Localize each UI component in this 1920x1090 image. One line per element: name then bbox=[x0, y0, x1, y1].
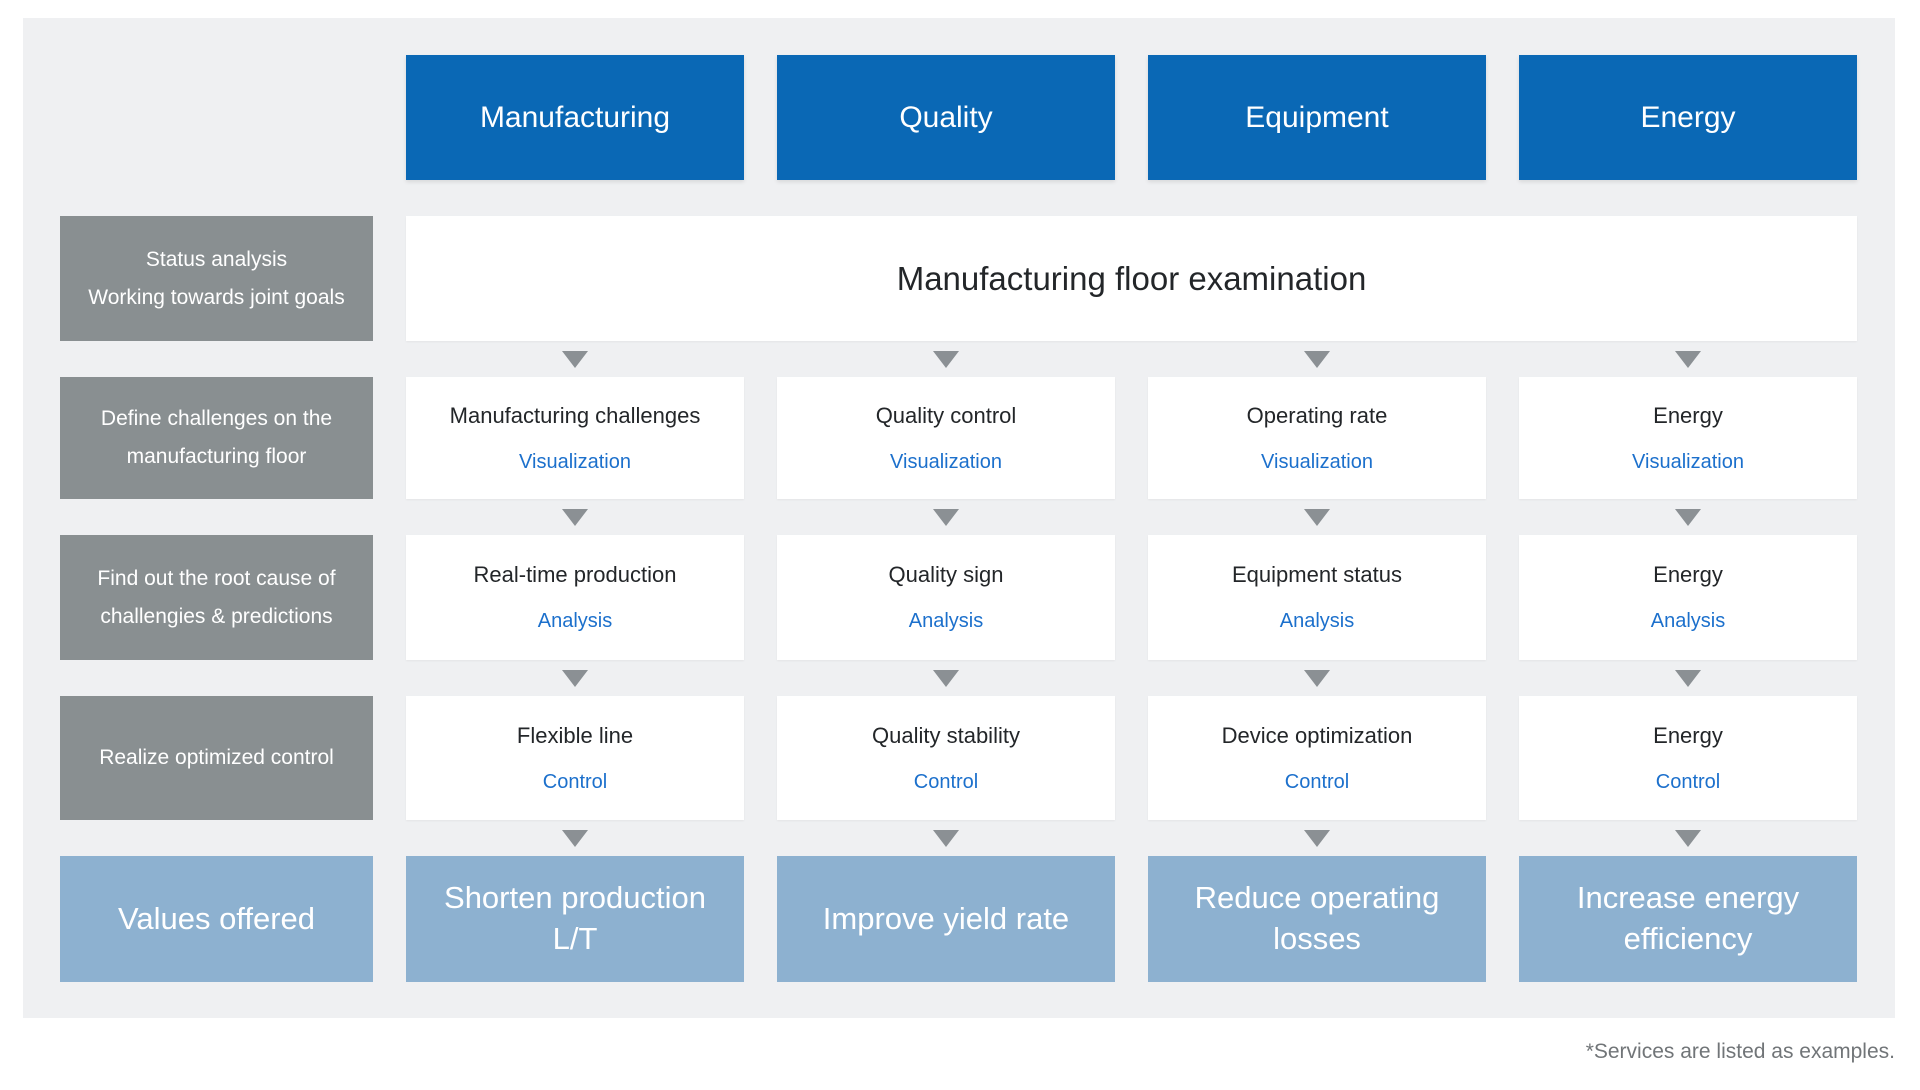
column-header-energy: Energy bbox=[1519, 55, 1857, 180]
cell-quality-analysis: Quality sign Analysis bbox=[777, 535, 1115, 687]
down-arrow-icon bbox=[933, 509, 959, 526]
down-arrow-icon bbox=[1675, 670, 1701, 687]
row-label-define-challenges: Define challenges on the manufacturing f… bbox=[60, 377, 373, 499]
cell-title: Real-time production bbox=[473, 562, 677, 587]
manufacturing-floor-examination-box: Manufacturing floor examination bbox=[406, 216, 1857, 368]
values-offered-label: Values offered bbox=[60, 856, 373, 982]
column-header-quality: Quality bbox=[777, 55, 1115, 180]
diagram-grid: Manufacturing Quality Equipment Energy S… bbox=[60, 55, 1857, 982]
cell-title: Quality sign bbox=[888, 562, 1004, 587]
down-arrow-icon bbox=[562, 351, 589, 368]
value-reduce-losses: Reduce operating losses bbox=[1148, 856, 1486, 982]
down-arrow-icon bbox=[933, 351, 960, 368]
cell-title: Quality control bbox=[875, 402, 1017, 428]
service-link-control[interactable]: Control bbox=[1655, 770, 1721, 793]
row-label-status-analysis: Status analysis Working towards joint go… bbox=[60, 216, 373, 341]
column-header-equipment: Equipment bbox=[1148, 55, 1486, 180]
down-arrow-icon bbox=[562, 830, 588, 847]
service-link-control[interactable]: Control bbox=[913, 770, 979, 793]
cell-energy-visualization: Energy Visualization bbox=[1519, 377, 1857, 526]
service-link-analysis[interactable]: Analysis bbox=[1279, 610, 1355, 632]
service-link-analysis[interactable]: Analysis bbox=[908, 610, 984, 632]
footnote: *Services are listed as examples. bbox=[1585, 1040, 1895, 1063]
cell-quality-control: Quality stability Control bbox=[777, 696, 1115, 847]
examination-text: Manufacturing floor examination bbox=[896, 259, 1367, 297]
cell-title: Quality stability bbox=[872, 722, 1020, 748]
down-arrow-icon bbox=[1675, 830, 1701, 847]
cell-energy-control: Energy Control bbox=[1519, 696, 1857, 847]
down-arrow-icon bbox=[562, 670, 588, 687]
down-arrow-icon bbox=[1303, 351, 1330, 368]
service-link-visualization[interactable]: Visualization bbox=[519, 450, 631, 473]
cell-equipment-control: Device optimization Control bbox=[1148, 696, 1486, 847]
diagram-panel: Manufacturing Quality Equipment Energy S… bbox=[23, 18, 1895, 1018]
cell-manufacturing-visualization: Manufacturing challenges Visualization bbox=[406, 377, 744, 526]
cell-title: Operating rate bbox=[1246, 402, 1388, 428]
service-link-control[interactable]: Control bbox=[1284, 770, 1350, 793]
cell-title: Device optimization bbox=[1221, 722, 1413, 748]
value-increase-efficiency: Increase energy efficiency bbox=[1519, 856, 1857, 982]
cell-energy-analysis: Energy Analysis bbox=[1519, 535, 1857, 687]
row-label-optimized-control: Realize optimized control bbox=[60, 696, 373, 820]
down-arrow-icon bbox=[933, 670, 959, 687]
header-spacer bbox=[60, 55, 373, 180]
row-label-root-cause: Find out the root cause of challengies &… bbox=[60, 535, 373, 660]
service-link-analysis[interactable]: Analysis bbox=[1650, 610, 1726, 632]
cell-quality-visualization: Quality control Visualization bbox=[777, 377, 1115, 526]
value-improve-yield: Improve yield rate bbox=[777, 856, 1115, 982]
cell-equipment-visualization: Operating rate Visualization bbox=[1148, 377, 1486, 526]
value-shorten-production: Shorten production L/T bbox=[406, 856, 744, 982]
cell-title: Flexible line bbox=[516, 722, 634, 748]
service-link-control[interactable]: Control bbox=[542, 770, 608, 793]
down-arrow-icon bbox=[1304, 509, 1330, 526]
service-link-visualization[interactable]: Visualization bbox=[890, 450, 1002, 473]
column-header-manufacturing: Manufacturing bbox=[406, 55, 744, 180]
down-arrow-icon bbox=[562, 509, 588, 526]
cell-title: Energy bbox=[1653, 722, 1723, 748]
down-arrow-icon bbox=[1304, 670, 1330, 687]
service-link-visualization[interactable]: Visualization bbox=[1261, 450, 1373, 473]
cell-title: Energy bbox=[1653, 402, 1723, 428]
service-link-analysis[interactable]: Analysis bbox=[537, 610, 613, 632]
cell-title: Energy bbox=[1653, 562, 1723, 587]
service-link-visualization[interactable]: Visualization bbox=[1632, 450, 1744, 473]
cell-title: Manufacturing challenges bbox=[449, 402, 701, 428]
down-arrow-icon bbox=[933, 830, 959, 847]
cell-equipment-analysis: Equipment status Analysis bbox=[1148, 535, 1486, 687]
down-arrow-icon bbox=[1304, 830, 1330, 847]
down-arrow-icon bbox=[1675, 509, 1701, 526]
cell-manufacturing-analysis: Real-time production Analysis bbox=[406, 535, 744, 687]
down-arrow-icon bbox=[1674, 351, 1701, 368]
cell-manufacturing-control: Flexible line Control bbox=[406, 696, 744, 847]
cell-title: Equipment status bbox=[1232, 562, 1402, 587]
